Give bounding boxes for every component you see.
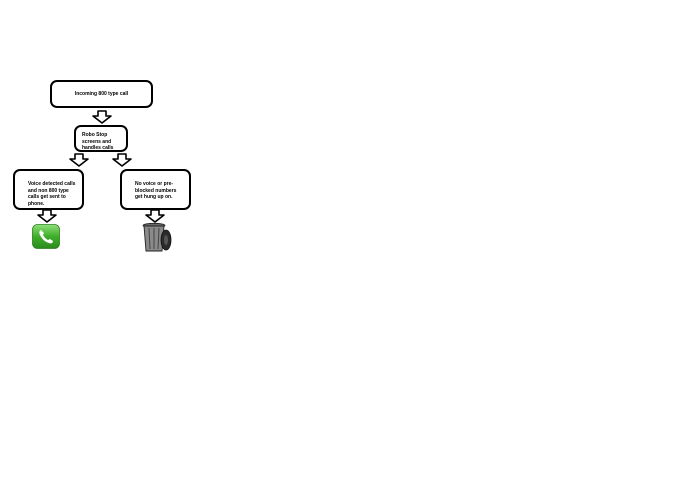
arrow-down-left <box>69 153 89 167</box>
outcome-hung-up-label: No voice or pre-blocked numbers get hung… <box>135 181 177 200</box>
arrow-down-to-trash <box>145 209 165 223</box>
step-robo-stop-label: Robo Stop screens and handles calls <box>82 132 114 151</box>
arrow-down-right <box>112 153 132 167</box>
outcome-hung-up: No voice or pre-blocked numbers get hung… <box>120 169 191 210</box>
step-incoming-call-label: Incoming 800 type call <box>74 90 129 97</box>
step-robo-stop: Robo Stop screens and handles calls <box>74 125 128 152</box>
arrow-down-1 <box>92 110 112 124</box>
outcome-sent-to-phone-label: Voice detected calls and non 800 type ca… <box>28 181 76 207</box>
arrow-down-to-phone <box>37 209 57 223</box>
phone-icon <box>32 224 60 249</box>
outcome-sent-to-phone: Voice detected calls and non 800 type ca… <box>13 169 84 210</box>
step-incoming-call: Incoming 800 type call <box>50 80 153 108</box>
trash-can-icon <box>142 222 172 252</box>
